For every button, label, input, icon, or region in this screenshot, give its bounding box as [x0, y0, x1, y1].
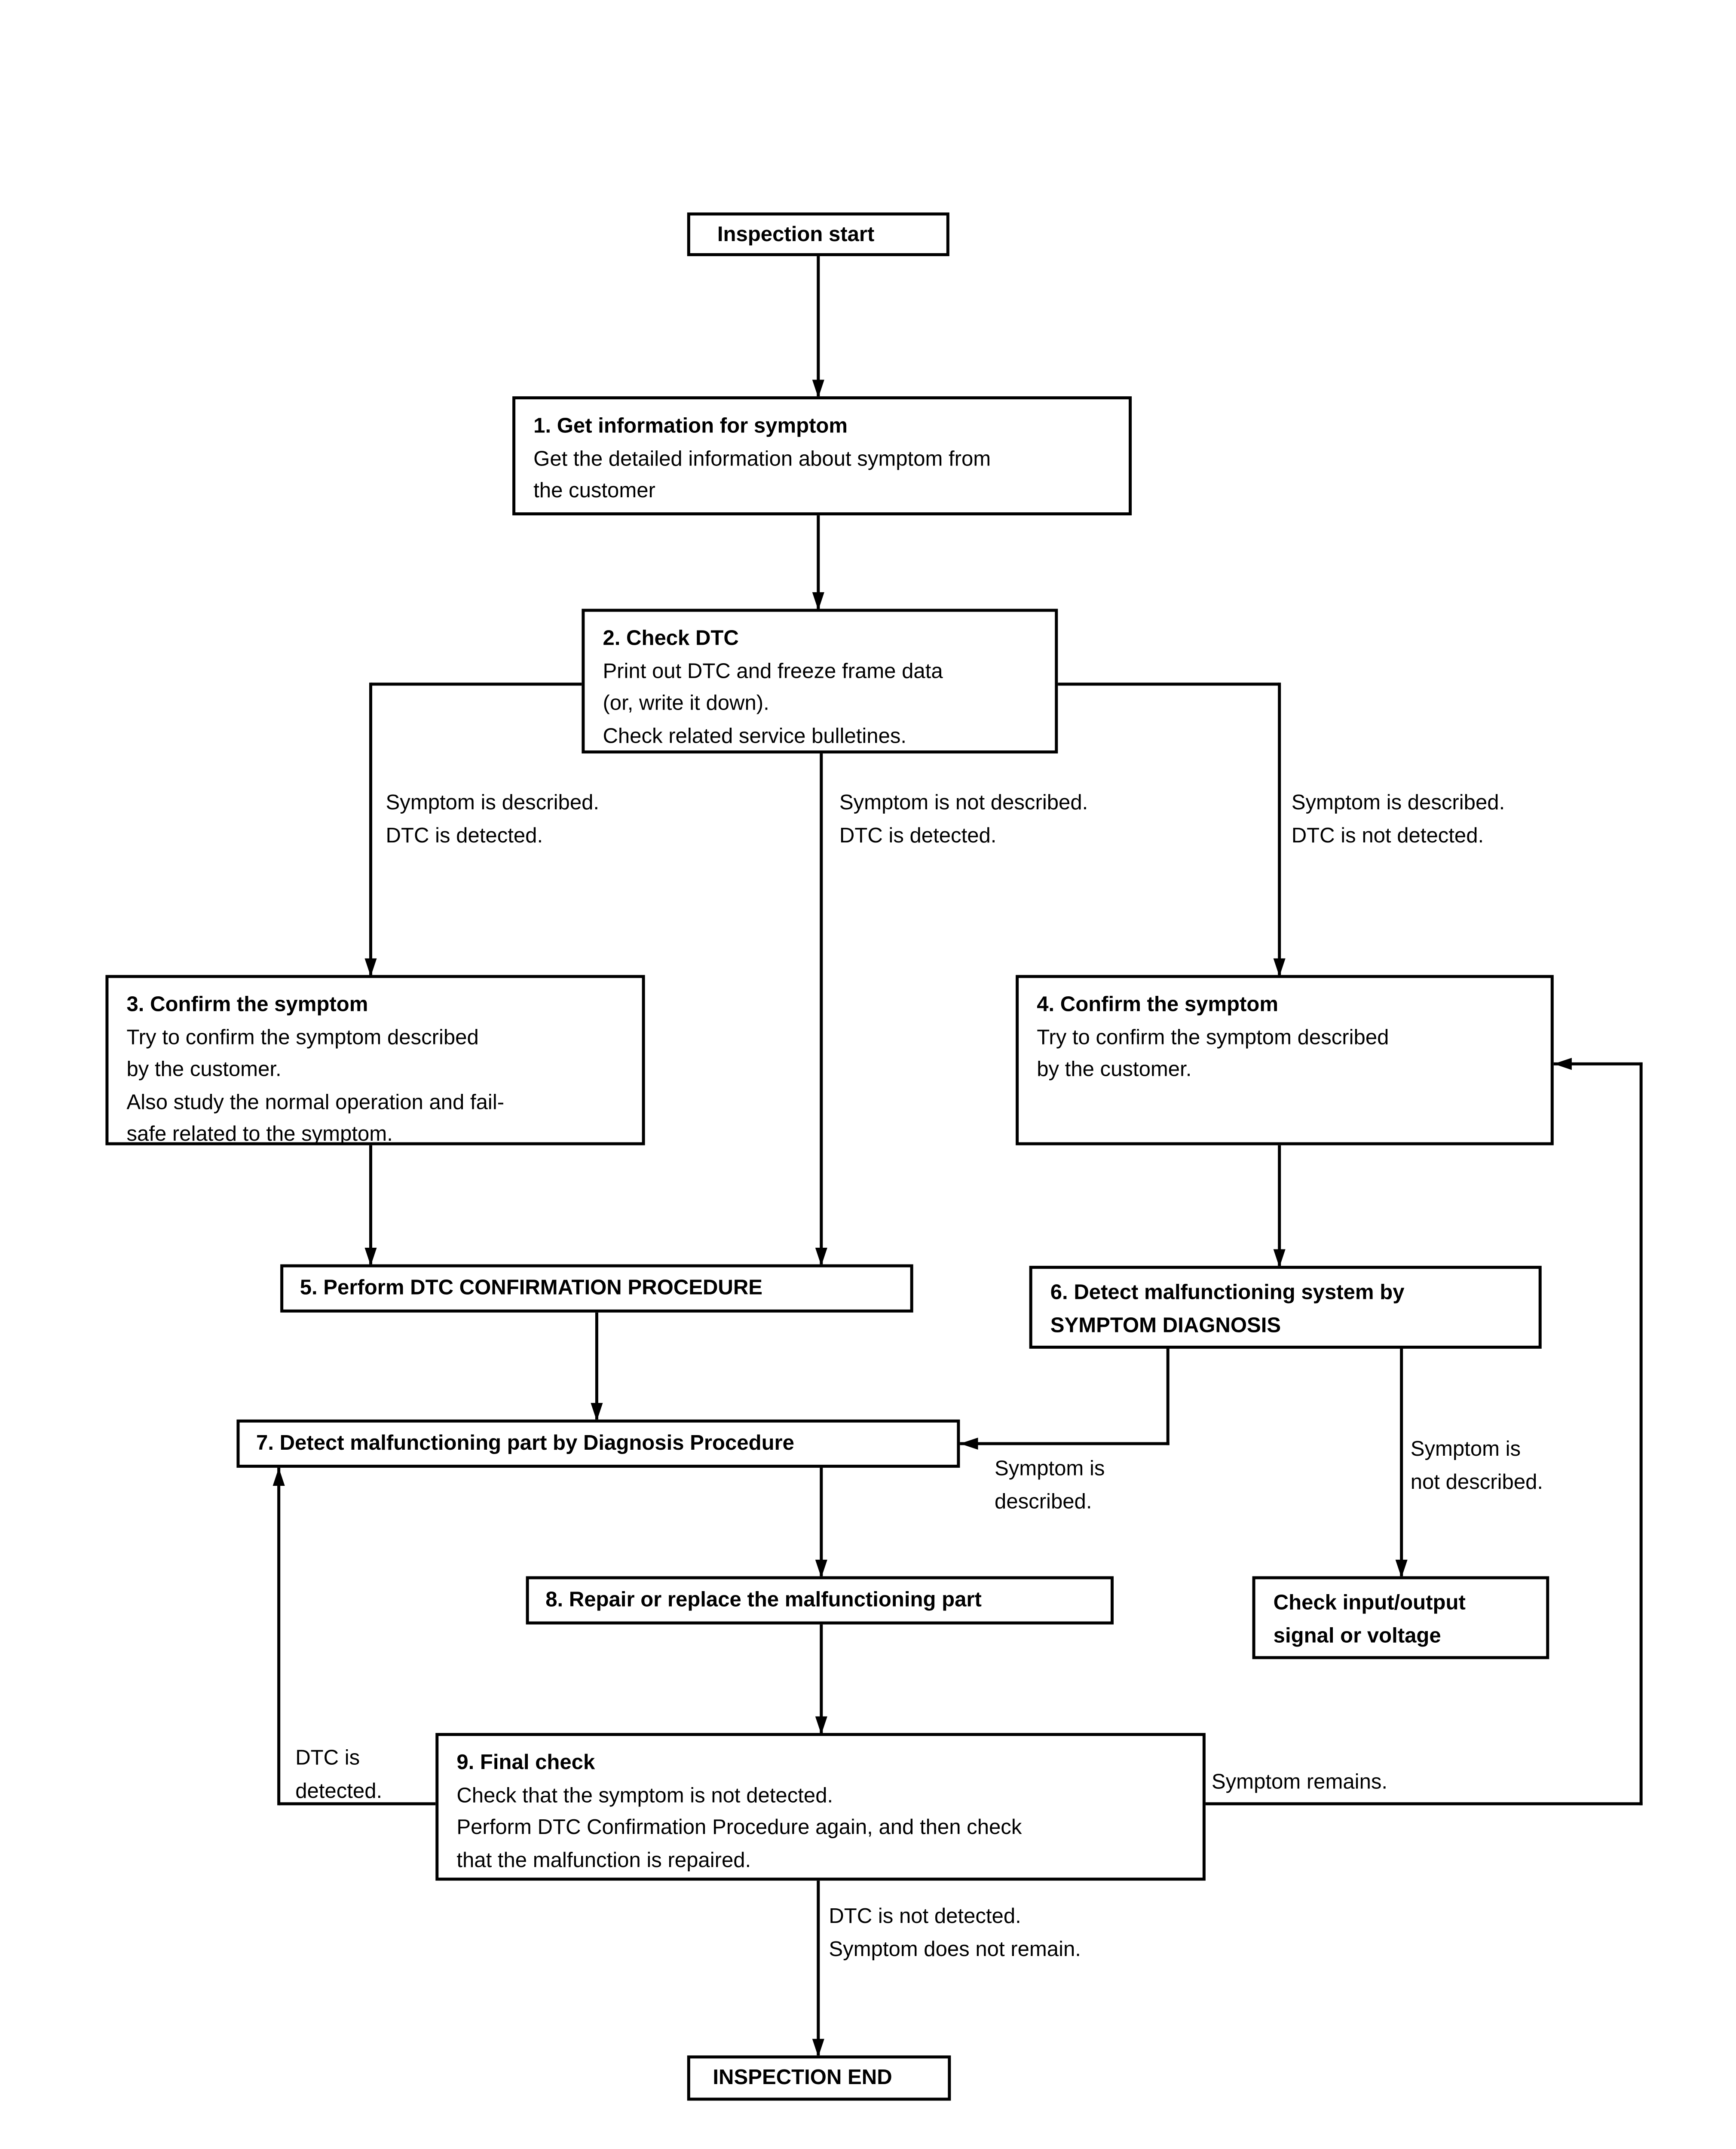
arrowhead-into-s4-right [1553, 1058, 1572, 1070]
connector-branch-left-v [369, 683, 373, 975]
node-step6-title: 6. Detect malfunctioning system by SYMPT… [1050, 1279, 1405, 1336]
connector-s3-to-s5 [369, 1145, 373, 1264]
connector-s7-to-s8 [820, 1467, 823, 1577]
arrowhead-into-s5-middle [815, 1248, 827, 1266]
node-step4-title: 4. Confirm the symptom [1037, 992, 1279, 1016]
edge-label-symptom-not-described: Symptom is not described. [1410, 1436, 1543, 1493]
arrowhead-into-s9 [815, 1716, 827, 1735]
arrowhead-into-s7-right [960, 1437, 978, 1450]
edge-label-symptom-described: Symptom is described. [995, 1455, 1105, 1512]
node-step1-get-information: 1. Get information for symptom Get the d… [512, 396, 1132, 516]
edge-label-branch-right: Symptom is described. DTC is not detecte… [1291, 790, 1505, 846]
connector-loop-left-v [277, 1467, 281, 1806]
node-step4-confirm-symptom: 4. Confirm the symptom Try to confirm th… [1016, 975, 1554, 1145]
connector-start-to-s1 [817, 256, 820, 397]
edge-label-branch-middle: Symptom is not described. DTC is detecte… [839, 790, 1088, 846]
connector-loop-left-h [279, 1802, 436, 1806]
arrowhead-into-s6 [1273, 1249, 1286, 1267]
arrowhead-into-s7-bottom [272, 1467, 285, 1486]
arrowhead-into-checkio [1395, 1559, 1408, 1578]
connector-s8-to-s9 [820, 1624, 823, 1733]
node-step8-title: 8. Repair or replace the malfunctioning … [545, 1587, 982, 1611]
node-inspection-start: Inspection start [687, 212, 949, 257]
connector-s6-to-checkio [1400, 1348, 1403, 1577]
node-check-io-title: Check input/output signal or voltage [1273, 1589, 1466, 1647]
arrowhead-into-s1 [812, 380, 824, 398]
connector-s6-to-s7-h [960, 1442, 1170, 1445]
node-step5-dtc-confirmation: 5. Perform DTC CONFIRMATION PROCEDURE [280, 1264, 913, 1313]
edge-label-dtc-detected: DTC is detected. [295, 1745, 383, 1802]
arrowhead-into-s5-left [364, 1248, 377, 1266]
node-step8-repair-replace: 8. Repair or replace the malfunctioning … [526, 1576, 1114, 1625]
arrowhead-into-s7 [591, 1403, 603, 1421]
node-step1-body: Get the detailed information about sympt… [533, 445, 991, 502]
node-step5-title: 5. Perform DTC CONFIRMATION PROCEDURE [300, 1275, 763, 1300]
connector-s9-to-end [817, 1880, 820, 2056]
node-step3-body: Try to confirm the symptom described by … [126, 1024, 505, 1145]
node-step1-title: 1. Get information for symptom [533, 413, 848, 437]
connector-branch-middle-v [820, 753, 823, 1264]
connector-s6-to-s7-v [1166, 1348, 1170, 1445]
edge-label-end-condition: DTC is not detected. Symptom does not re… [829, 1903, 1081, 1960]
node-step9-title: 9. Final check [456, 1749, 595, 1774]
node-step7-detect-part: 7. Detect malfunctioning part by Diagnos… [236, 1419, 960, 1468]
node-inspection-end-label: INSPECTION END [713, 2065, 892, 2089]
arrowhead-into-s3 [364, 958, 377, 977]
connector-branch-left-h [370, 683, 582, 686]
connector-s4-to-s6 [1278, 1145, 1281, 1266]
node-step3-confirm-symptom: 3. Confirm the symptom Try to confirm th… [105, 975, 645, 1145]
node-step9-final-check: 9. Final check Check that the symptom is… [435, 1733, 1206, 1881]
connector-loop-right-h2 [1553, 1062, 1643, 1065]
connector-branch-right-h [1058, 683, 1280, 686]
node-step6-detect-system: 6. Detect malfunctioning system by SYMPT… [1029, 1266, 1542, 1349]
connector-s5-to-s7 [595, 1312, 598, 1420]
node-step4-body: Try to confirm the symptom described by … [1037, 1024, 1389, 1081]
arrowhead-into-s2 [812, 592, 824, 610]
node-step2-body: Print out DTC and freeze frame data (or,… [603, 658, 943, 747]
connector-branch-right-v [1278, 683, 1281, 975]
edge-label-branch-left: Symptom is described. DTC is detected. [386, 790, 600, 846]
node-step9-body: Check that the symptom is not detected. … [456, 1782, 1022, 1871]
arrowhead-into-s8 [815, 1559, 827, 1578]
connector-loop-right-v [1639, 1062, 1643, 1806]
node-step3-title: 3. Confirm the symptom [126, 992, 368, 1016]
connector-loop-right-h1 [1205, 1802, 1643, 1806]
node-step2-check-dtc: 2. Check DTC Print out DTC and freeze fr… [582, 609, 1058, 754]
arrowhead-into-s4 [1273, 958, 1286, 977]
connector-s1-to-s2 [817, 515, 820, 609]
node-step7-title: 7. Detect malfunctioning part by Diagnos… [256, 1430, 794, 1455]
node-step2-title: 2. Check DTC [603, 625, 739, 650]
arrowhead-into-end [812, 2039, 824, 2057]
node-check-io-signal: Check input/output signal or voltage [1252, 1576, 1549, 1659]
node-inspection-start-label: Inspection start [717, 221, 875, 245]
edge-label-symptom-remains: Symptom remains. [1211, 1769, 1388, 1794]
node-inspection-end: INSPECTION END [687, 2055, 951, 2101]
